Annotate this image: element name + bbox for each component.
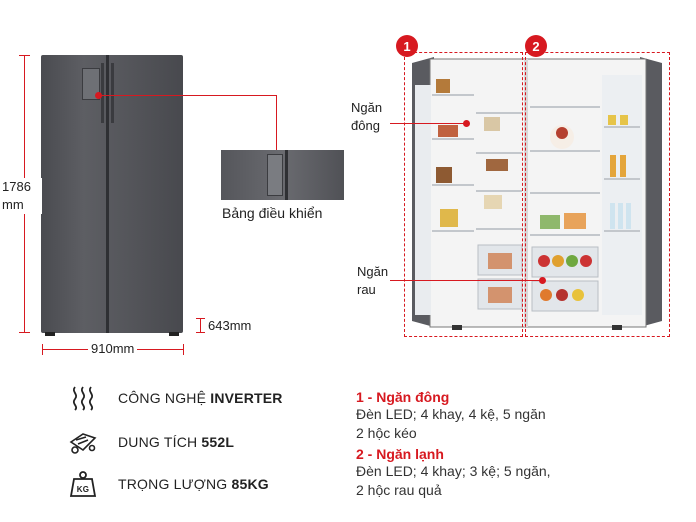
- freezer-badge: 1: [396, 35, 418, 57]
- spec-freezer: 1 - Ngăn đông Đèn LED; 4 khay, 4 kệ, 5 n…: [356, 389, 546, 443]
- depth-label: 643mm: [208, 318, 252, 333]
- spec-fridge: 2 - Ngăn lạnh Đèn LED; 4 khay; 3 kệ; 5 n…: [356, 446, 551, 500]
- width-tick-left: [42, 344, 43, 355]
- spec-fridge-line2: 2 hộc rau quả: [356, 482, 442, 498]
- feature-label-prefix: DUNG TÍCH: [118, 434, 202, 450]
- freezer-callout-line: [390, 123, 466, 124]
- spec-fridge-title: 2 - Ngăn lạnh: [356, 446, 444, 462]
- feature-label-value: 552L: [201, 434, 235, 450]
- zoom-door-seam: [285, 150, 288, 200]
- depth-dimension-line: [200, 318, 201, 332]
- panel-callout-dot: [95, 92, 102, 99]
- height-label: 1786 mm: [2, 178, 42, 214]
- feature-label-prefix: CÔNG NGHỆ: [118, 390, 211, 406]
- crisper-callout-label: Ngăn rau: [357, 264, 389, 297]
- control-panel-zoom-image: [221, 150, 344, 200]
- zoom-control-panel: [267, 154, 283, 196]
- spec-fridge-line1: Đèn LED; 4 khay; 3 kệ; 5 ngăn,: [356, 463, 551, 479]
- door-seam: [106, 55, 109, 333]
- capacity-icon: [68, 427, 98, 457]
- panel-callout-line-v: [276, 95, 277, 151]
- spec-freezer-line2: 2 hộc kéo: [356, 425, 417, 441]
- weight-icon: KG: [68, 469, 98, 499]
- inverter-icon: [68, 383, 98, 413]
- height-tick-bottom: [19, 332, 30, 333]
- feature-label-value: 85KG: [231, 476, 269, 492]
- depth-tick-top: [196, 318, 205, 319]
- feature-label-value: INVERTER: [210, 390, 283, 406]
- fridge-zone-box: [525, 52, 670, 337]
- foot-left: [45, 332, 55, 336]
- crisper-callout-dot: [539, 277, 546, 284]
- height-tick-top: [19, 55, 30, 56]
- feature-weight: KG TRỌNG LƯỢNG 85KG: [68, 469, 269, 499]
- control-panel-label: Bảng điều khiển: [222, 205, 323, 221]
- svg-text:KG: KG: [77, 485, 89, 494]
- feature-label-prefix: TRỌNG LƯỢNG: [118, 476, 232, 492]
- freezer-callout-dot: [463, 120, 470, 127]
- spec-freezer-title: 1 - Ngăn đông: [356, 389, 450, 405]
- depth-tick-bottom: [196, 332, 205, 333]
- closed-fridge-image: [41, 55, 183, 336]
- crisper-callout-line: [390, 280, 542, 281]
- width-tick-right: [183, 344, 184, 355]
- width-label: 910mm: [88, 341, 138, 356]
- feature-inverter: CÔNG NGHỆ INVERTER: [68, 383, 283, 413]
- open-fridge-image: [412, 55, 662, 330]
- spec-freezer-line1: Đèn LED; 4 khay, 4 kệ, 5 ngăn: [356, 406, 546, 422]
- panel-callout-line-h: [98, 95, 276, 96]
- right-door-handle: [111, 63, 114, 123]
- foot-right: [169, 332, 179, 336]
- left-door-handle: [101, 63, 104, 123]
- freezer-callout-label: Ngăn đông: [351, 100, 383, 133]
- freezer-zone-box: [404, 52, 523, 337]
- fridge-badge: 2: [525, 35, 547, 57]
- feature-capacity: DUNG TÍCH 552L: [68, 427, 234, 457]
